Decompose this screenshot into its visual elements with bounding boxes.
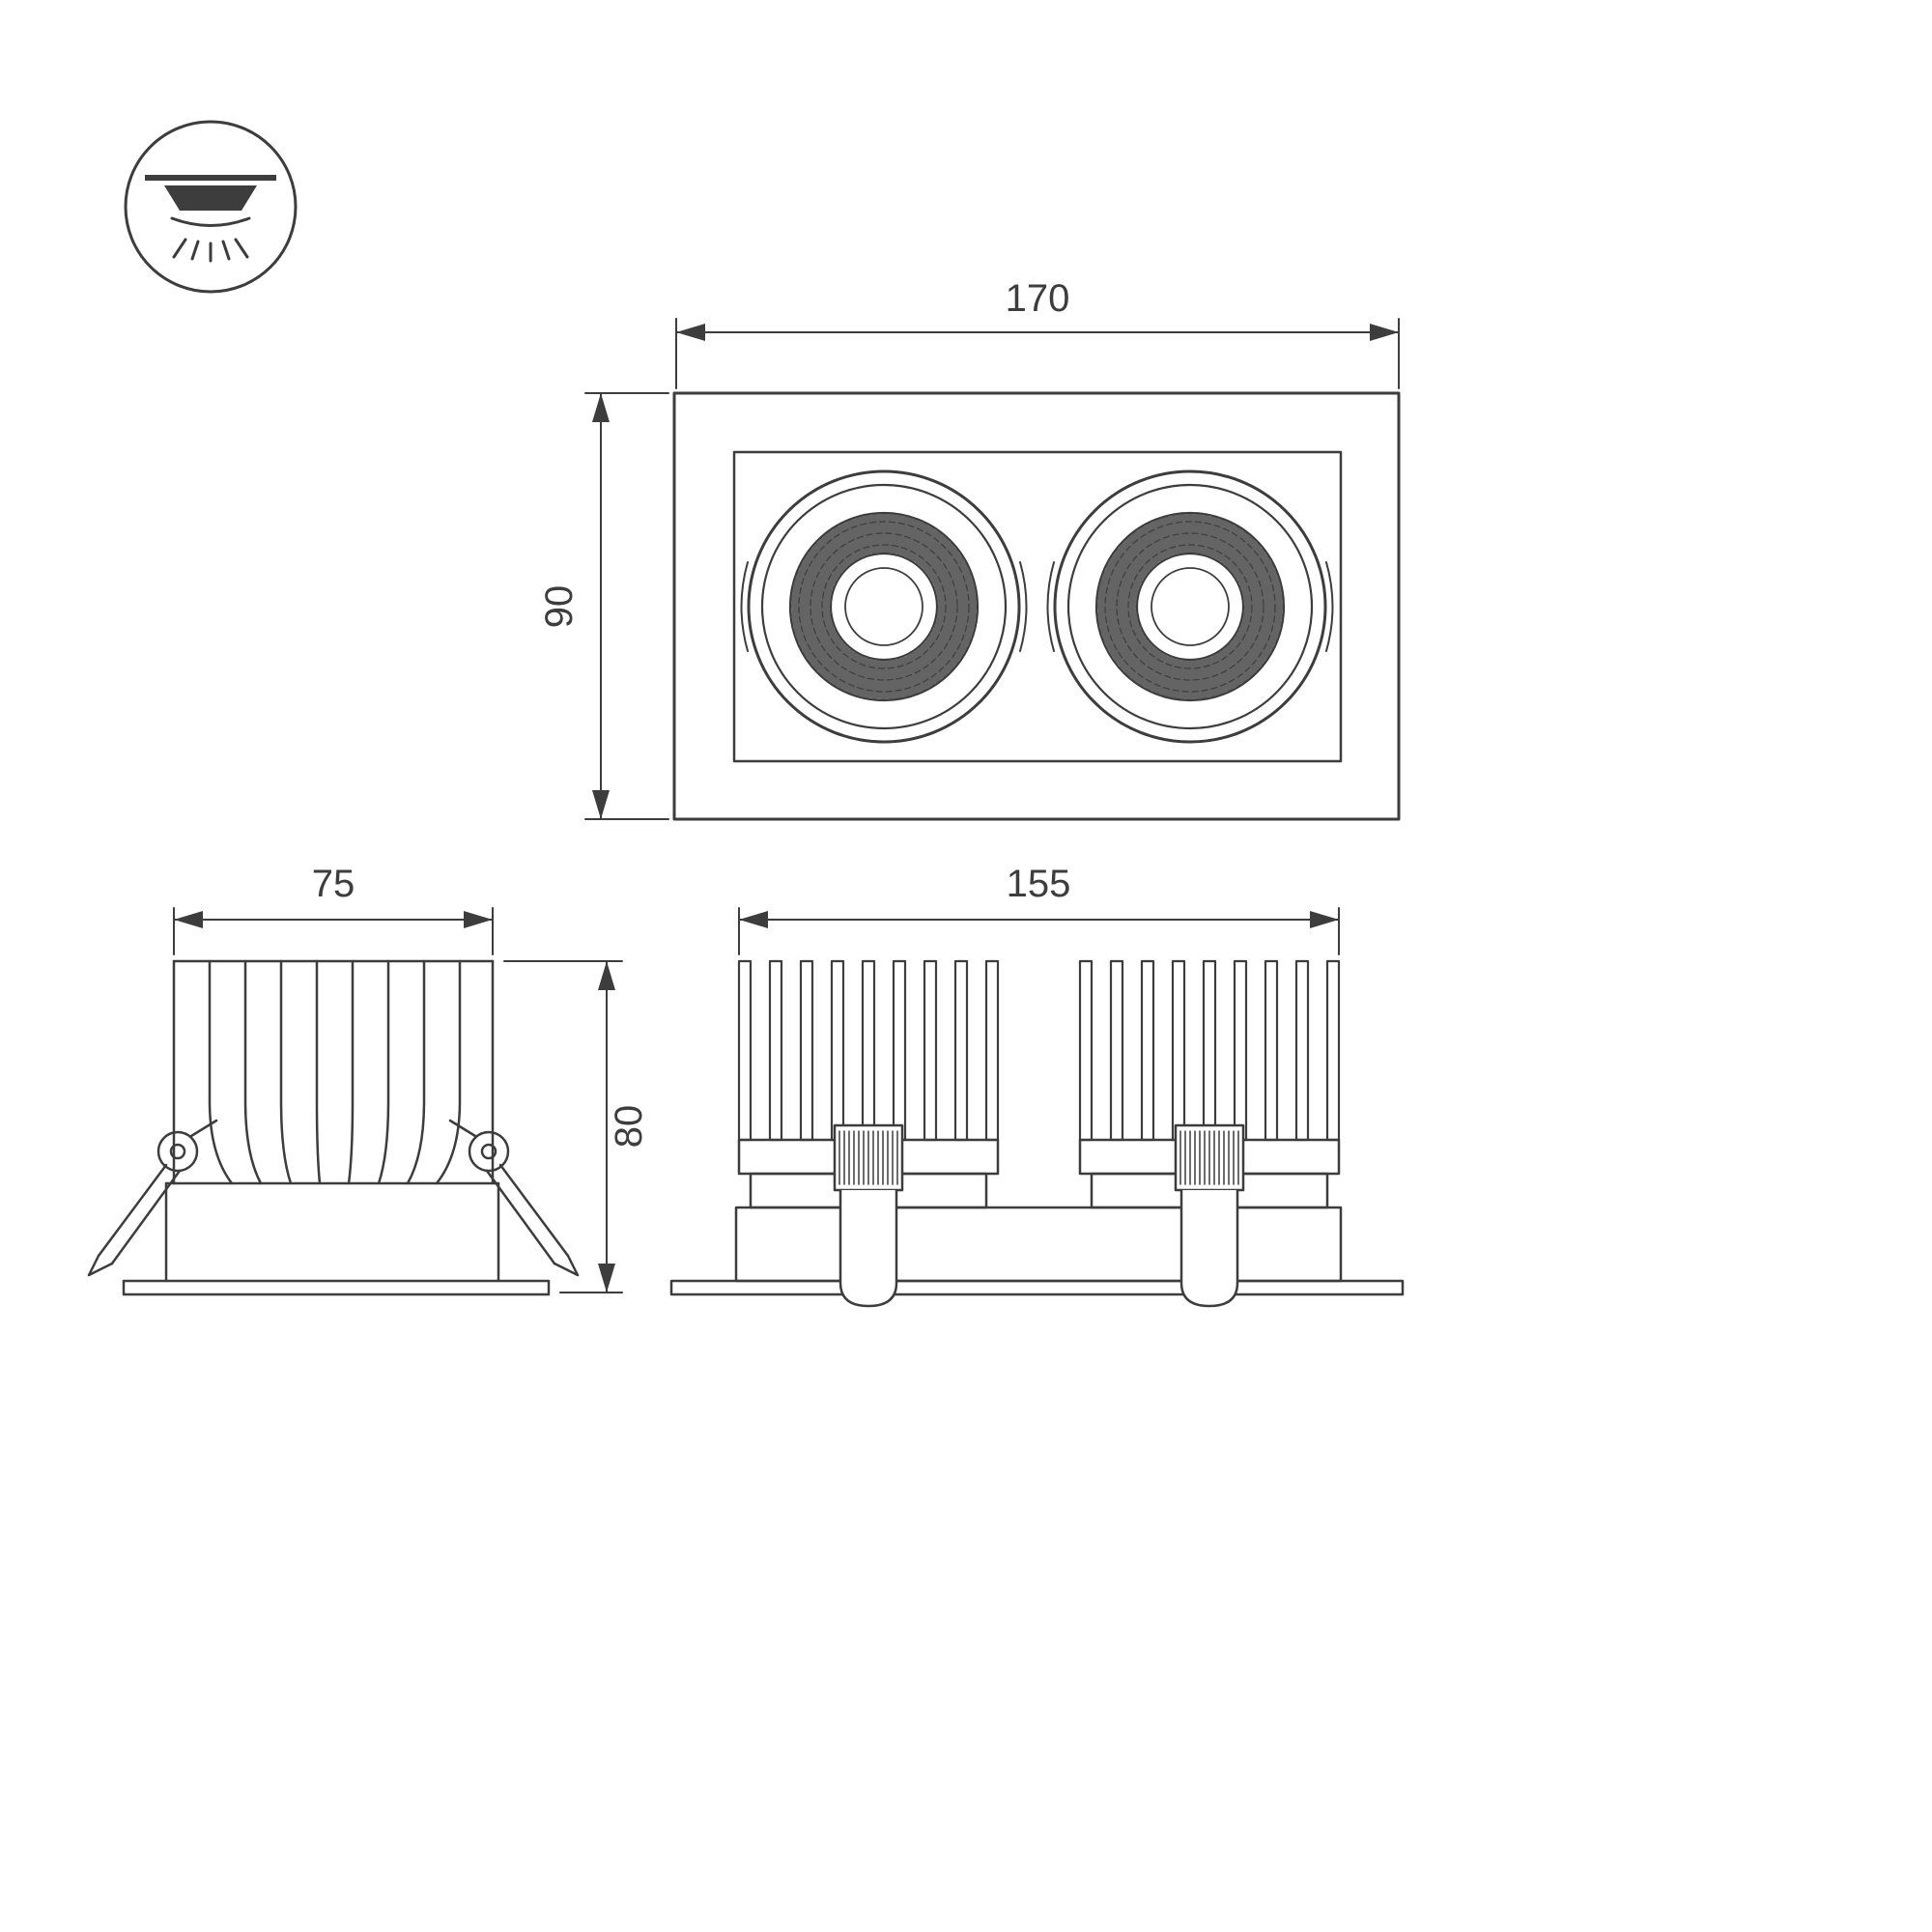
side-width-dimension: 75 bbox=[173, 863, 494, 955]
front-view bbox=[672, 391, 1401, 821]
dimension-arrows bbox=[676, 324, 1399, 341]
front-height-label: 90 bbox=[538, 585, 581, 629]
drawing-root: 170 90 bbox=[87, 120, 1405, 1308]
long-side-flange bbox=[669, 1279, 1405, 1296]
front-outer-frame bbox=[672, 391, 1401, 821]
clip-pivot-pin bbox=[480, 1143, 497, 1160]
clip-strap-right bbox=[1179, 1188, 1239, 1308]
side-spring-clip-right bbox=[448, 1119, 580, 1277]
base-width-dimension: 155 bbox=[738, 863, 1340, 955]
side-height-dimension: 80 bbox=[503, 960, 650, 1293]
clip-pivot bbox=[468, 1130, 510, 1173]
clip-strap-left bbox=[838, 1188, 898, 1308]
lamp-right bbox=[1048, 471, 1333, 742]
clip-pivot-pin bbox=[169, 1143, 186, 1160]
side-height-label: 80 bbox=[608, 1105, 650, 1149]
icon-lens-arc bbox=[170, 216, 251, 227]
front-height-dimension: 90 bbox=[538, 392, 669, 820]
front-inner-frame bbox=[732, 450, 1343, 763]
clip-tower-right-ribs bbox=[1179, 1130, 1239, 1185]
dimension-arrows bbox=[174, 911, 493, 928]
front-width-dimension: 170 bbox=[675, 277, 1400, 389]
side-view bbox=[87, 959, 580, 1296]
dimension-arrows bbox=[592, 393, 610, 819]
heatsink-pins-left bbox=[737, 959, 1000, 1142]
side-trim-body bbox=[122, 1181, 551, 1296]
side-heatsink bbox=[172, 959, 495, 1185]
icon-circle bbox=[124, 120, 298, 294]
lamp-left bbox=[742, 471, 1027, 742]
icon-fixture-body bbox=[145, 175, 276, 211]
side-width-label: 75 bbox=[312, 863, 355, 905]
clip-pivot bbox=[156, 1130, 199, 1173]
clip-tower-left-ribs bbox=[838, 1130, 898, 1185]
dimension-arrows bbox=[739, 911, 1339, 928]
side-spring-clip-left bbox=[87, 1119, 218, 1277]
base-body bbox=[734, 1206, 1343, 1283]
long-side-view bbox=[669, 959, 1405, 1308]
side-flange bbox=[122, 1279, 551, 1296]
dimension-arrows bbox=[598, 961, 615, 1293]
downlight-type-icon bbox=[124, 120, 298, 294]
base-width-label: 155 bbox=[1007, 863, 1071, 905]
front-width-label: 170 bbox=[1006, 277, 1070, 320]
icon-light-rays bbox=[172, 238, 249, 263]
heatsink-pins-right bbox=[1078, 959, 1341, 1142]
